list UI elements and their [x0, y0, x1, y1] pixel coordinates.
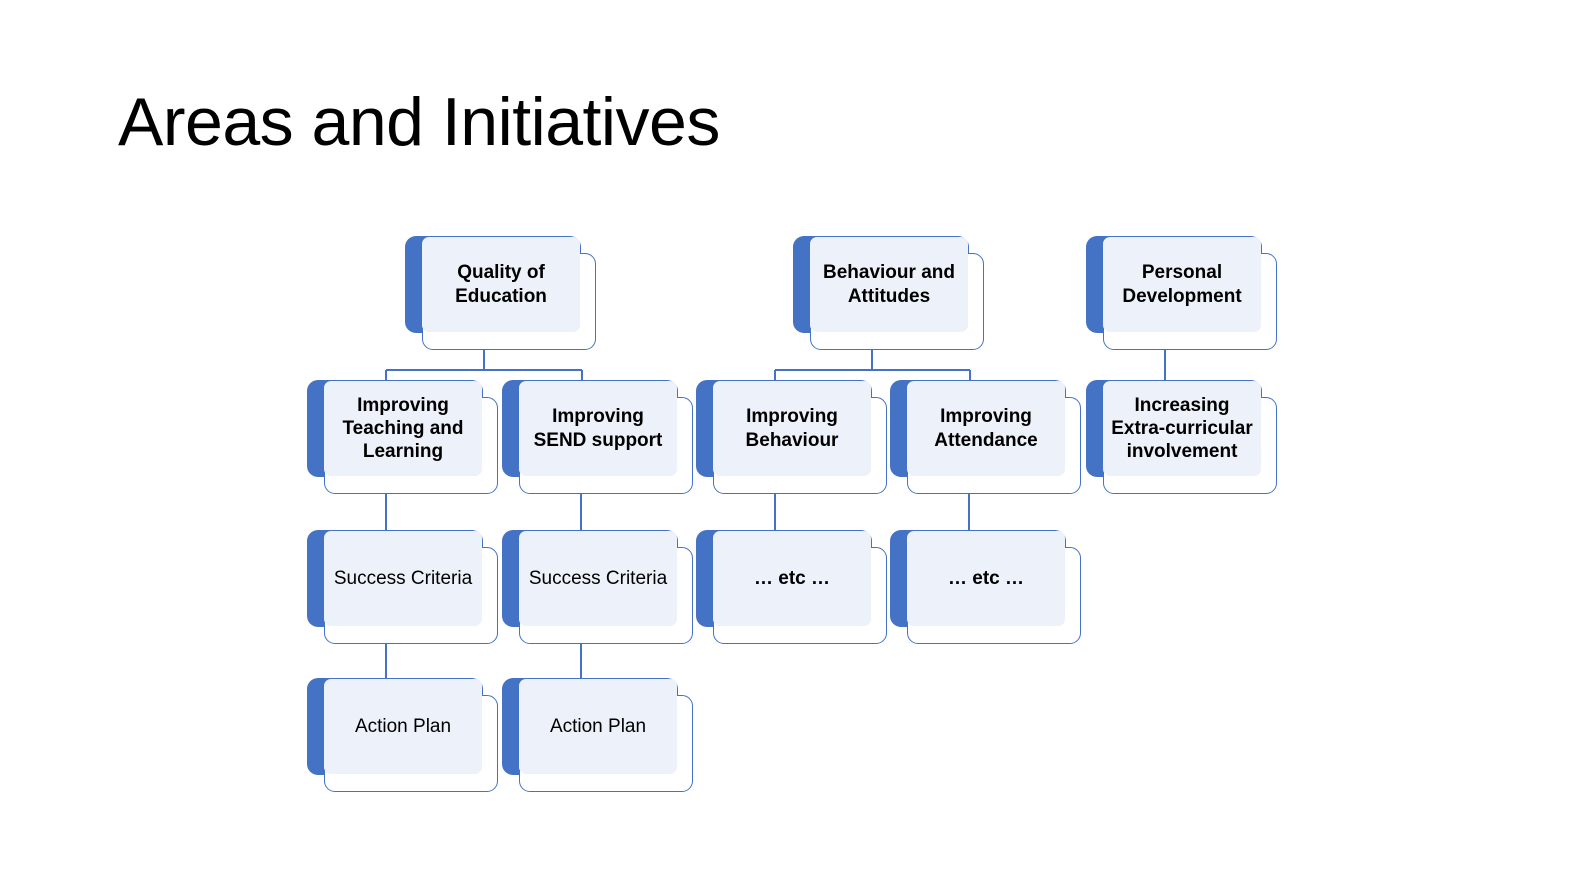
node-label: Success Criteria — [528, 567, 668, 589]
connector-behaviour-split — [773, 350, 972, 383]
node-textbox: Action Plan — [324, 679, 482, 774]
connector-quality-split — [384, 350, 584, 383]
node-label: Success Criteria — [333, 567, 473, 589]
node-textbox: Success Criteria — [324, 531, 482, 626]
node-textbox: Success Criteria — [519, 531, 677, 626]
node-label: … etc … — [753, 567, 831, 589]
node-label: Action Plan — [354, 715, 452, 737]
page-title: Areas and Initiatives — [118, 84, 720, 160]
node-textbox: … etc … — [713, 531, 871, 626]
node-textbox: … etc … — [907, 531, 1065, 626]
node-label: Action Plan — [549, 715, 647, 737]
node-textbox: Action Plan — [519, 679, 677, 774]
node-label: … etc … — [947, 567, 1025, 589]
